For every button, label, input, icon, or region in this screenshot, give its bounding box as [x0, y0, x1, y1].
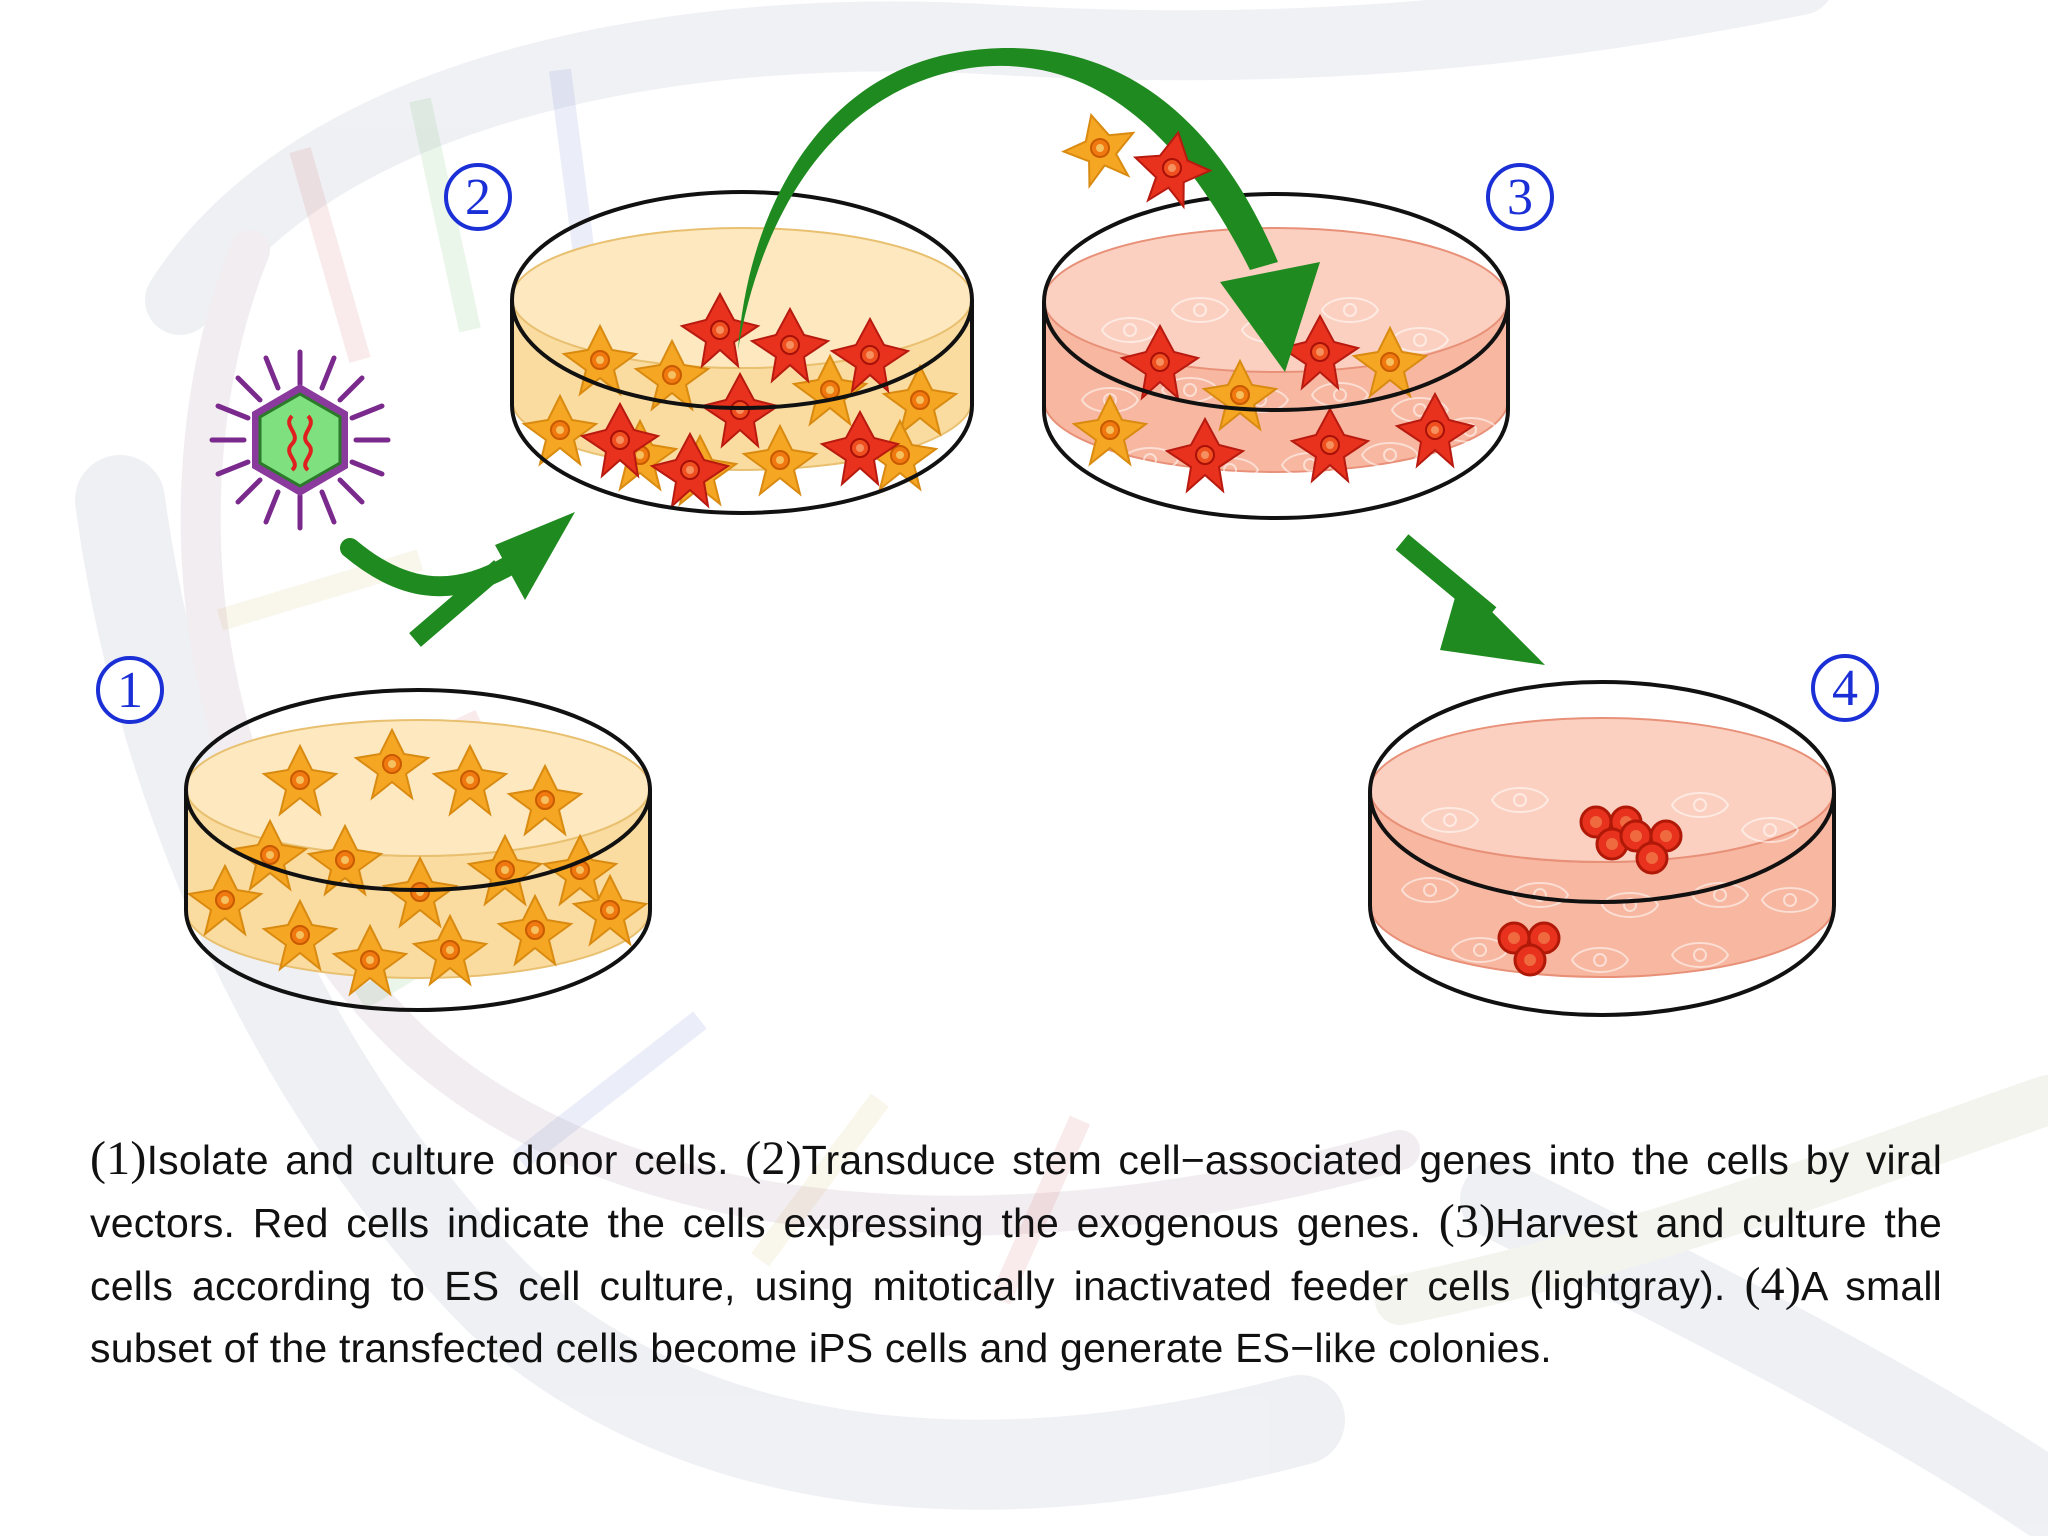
step-number: 1 [117, 662, 143, 719]
caption-step-2-text: Transduce stem cell−associated genes int… [90, 1137, 1942, 1246]
caption-step-4-number: (4) [1744, 1258, 1802, 1311]
caption-step-3-number: (3) [1438, 1195, 1496, 1248]
arrow-virus-to-dish2 [340, 512, 575, 647]
step-label-2: 2 [444, 163, 512, 231]
step-label-3: 3 [1486, 163, 1554, 231]
step-number: 2 [465, 169, 491, 226]
dish-4 [1368, 680, 1836, 1017]
dish-1 [184, 688, 652, 1012]
step-label-1: 1 [96, 656, 164, 724]
caption-step-3-text: Harvest and culture the cells according … [90, 1200, 1942, 1309]
step-number: 4 [1832, 660, 1858, 717]
arrow-dish3-to-dish4 [1395, 534, 1545, 665]
caption-step-1-number: (1) [90, 1132, 147, 1185]
step-label-4: 4 [1811, 654, 1879, 722]
caption: (1)Isolate and culture donor cells. (2)T… [90, 1128, 1942, 1379]
arrow-dish2-to-dish3 [738, 48, 1320, 372]
dish-2 [510, 190, 974, 515]
caption-step-4-text: A small subset of the transfected cells … [90, 1263, 1942, 1371]
step-number: 3 [1507, 169, 1533, 226]
viral-vector-icon [209, 349, 391, 531]
caption-step-1-text: Isolate and culture donor cells. [146, 1137, 746, 1183]
caption-step-2-number: (2) [745, 1132, 802, 1185]
